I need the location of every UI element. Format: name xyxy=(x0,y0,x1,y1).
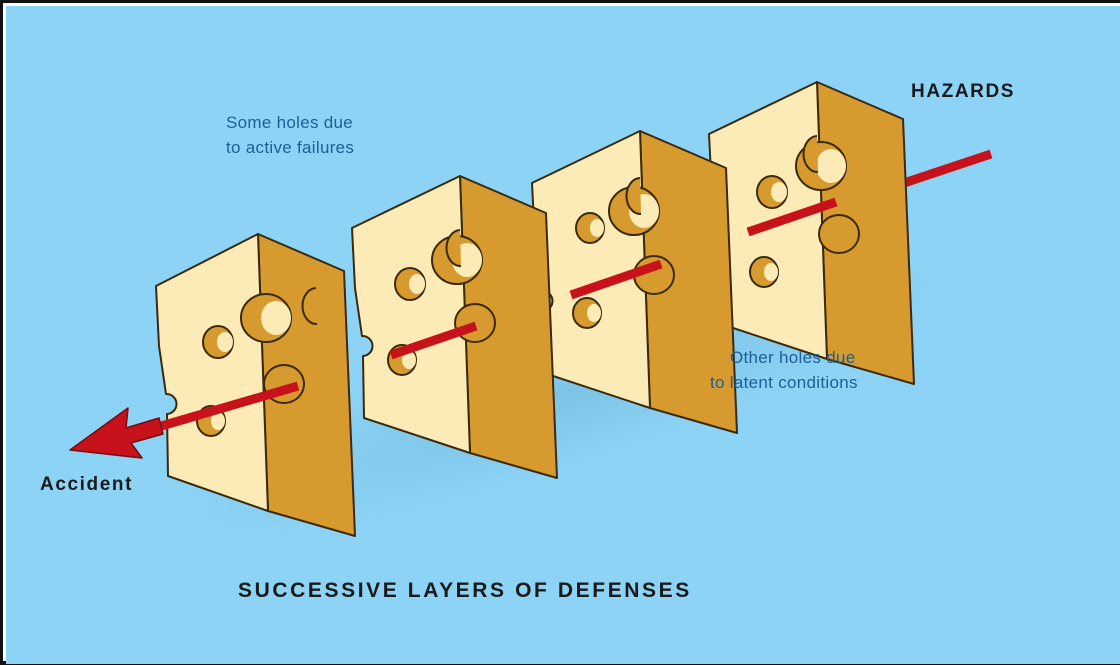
defense-layer-1 xyxy=(156,234,355,536)
active-failures-label-line2: to active failures xyxy=(226,136,354,160)
cheese-hole xyxy=(819,215,859,253)
hazard-arrow-head xyxy=(70,408,163,458)
cheese-hole xyxy=(455,304,495,342)
cheese-face xyxy=(352,176,470,453)
latent-conditions-label-line2: to latent conditions xyxy=(710,371,858,395)
diagram-panel: Some holes due to active failures HAZARD… xyxy=(6,6,1120,664)
latent-conditions-label-line1: Other holes due xyxy=(730,346,855,370)
active-failures-label-line1: Some holes due xyxy=(226,111,353,135)
cheese-face xyxy=(156,234,268,511)
swiss-cheese-illustration xyxy=(6,6,1120,664)
accident-label: Accident xyxy=(40,474,133,496)
hazards-label: HAZARDS xyxy=(911,81,1015,103)
diagram-title: SUCCESSIVE LAYERS OF DEFENSES xyxy=(238,579,692,603)
